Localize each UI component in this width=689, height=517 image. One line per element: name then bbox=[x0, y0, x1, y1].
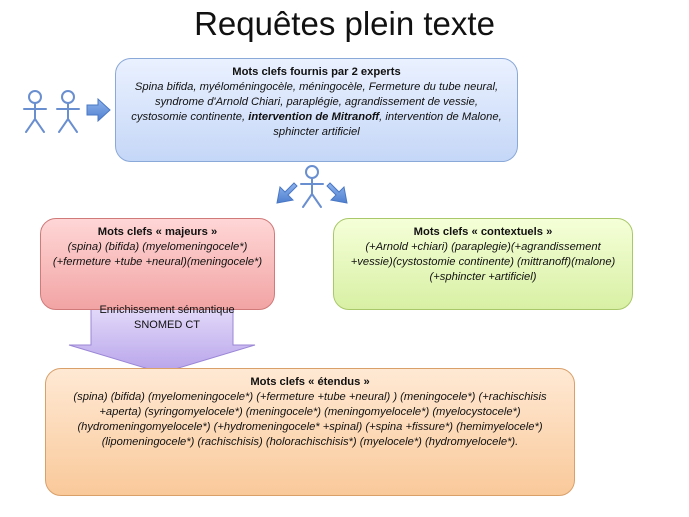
arrow-right-icon bbox=[86, 97, 111, 123]
experts-body-bold: intervention de Mitranoff bbox=[248, 111, 380, 123]
extended-body: (spina) (bifida) (myelomeningocele*) (+f… bbox=[73, 391, 547, 448]
experts-heading: Mots clefs fournis par 2 experts bbox=[232, 66, 401, 78]
major-body: (spina) (bifida) (myelomeningocele*) (+f… bbox=[52, 241, 263, 268]
experts-body: Spina bifida, myéloméningocèle, méningoc… bbox=[126, 80, 507, 140]
page-title: Requêtes plein texte bbox=[194, 5, 495, 42]
experts-body-text: Spina bifida, myéloméningocèle, méningoc… bbox=[131, 81, 499, 123]
experts-keywords-box: Mots clefs fournis par 2 experts Spina b… bbox=[115, 58, 518, 162]
contextual-body: (+Arnold +chiari) (paraplegie)(+agrandis… bbox=[350, 241, 616, 283]
expert-person-icon bbox=[56, 90, 80, 133]
contextual-keywords-box: Mots clefs « contextuels » (+Arnold +chi… bbox=[333, 218, 633, 310]
experts-body-tail: , intervention de Malone, sphincter arti… bbox=[273, 111, 502, 138]
expert-person-icon bbox=[23, 90, 47, 133]
extended-heading: Mots clefs « étendus » bbox=[250, 376, 370, 388]
contextual-heading: Mots clefs « contextuels » bbox=[413, 226, 553, 238]
analyst-person-icon bbox=[300, 165, 324, 208]
enrichment-label: Enrichissement sémantique SNOMED CT bbox=[99, 304, 235, 331]
arrow-down-left-icon bbox=[276, 182, 298, 204]
arrow-down-right-icon bbox=[326, 182, 348, 204]
major-heading: Mots clefs « majeurs » bbox=[97, 226, 218, 238]
extended-keywords-box: Mots clefs « étendus » (spina) (bifida) … bbox=[45, 368, 575, 496]
major-keywords-box: Mots clefs « majeurs » (spina) (bifida) … bbox=[40, 218, 275, 310]
